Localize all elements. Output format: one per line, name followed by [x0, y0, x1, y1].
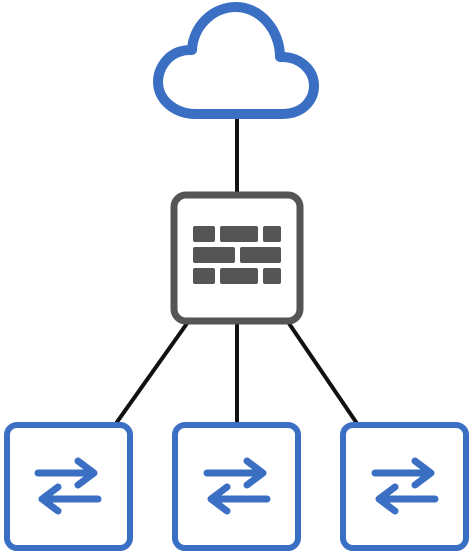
switch-box — [172, 422, 301, 551]
cloud-node — [153, 2, 319, 119]
switch-node-1 — [4, 422, 133, 551]
switch-node-2 — [172, 422, 301, 551]
link-firewall-switch-3 — [286, 320, 358, 424]
switch-box — [340, 422, 469, 551]
link-firewall-switch-1 — [115, 320, 190, 424]
cloud-icon — [153, 2, 319, 119]
switch-box — [4, 422, 133, 551]
firewall-box — [170, 191, 304, 325]
switch-node-3 — [340, 422, 469, 551]
firewall-icon — [193, 226, 281, 284]
links — [115, 116, 358, 424]
firewall-node — [170, 191, 304, 325]
